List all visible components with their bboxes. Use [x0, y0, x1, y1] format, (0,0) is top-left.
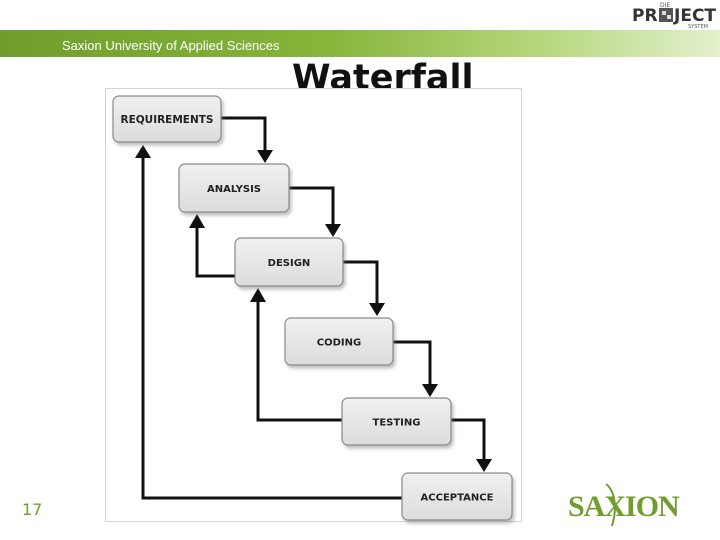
logo-ject-text: JECT: [673, 6, 716, 26]
feedback-connector: [141, 157, 402, 500]
stage-label-analysis: ANALYSIS: [207, 184, 261, 195]
institution-name: Saxion University of Applied Sciences: [62, 38, 280, 53]
stage-label-coding: CODING: [317, 338, 361, 349]
down-arrow-icon: [476, 459, 492, 472]
logo-pr-text: PR: [632, 6, 658, 26]
feedback-connector: [195, 227, 235, 278]
flow-arrowheads: [135, 145, 492, 472]
logo-system-text: SYSTEM: [688, 24, 708, 30]
up-arrow-icon: [135, 145, 151, 158]
down-arrow-icon: [422, 384, 438, 397]
stage-box-testing: TESTING: [341, 397, 452, 446]
logo-die-text: DIE: [660, 2, 670, 9]
page-number: 17: [22, 500, 43, 519]
forward-connector: [451, 418, 486, 461]
stage-box-coding: CODING: [284, 317, 394, 366]
flow-connectors: [141, 116, 486, 500]
stage-box-analysis: ANALYSIS: [178, 163, 290, 213]
stage-label-acceptance: ACCEPTANCE: [421, 493, 494, 504]
stage-box-design: DESIGN: [234, 237, 344, 287]
stage-boxes: REQUIREMENTS ANALYSIS DESIGN CODING TESTING A…: [112, 95, 513, 521]
stage-label-design: DESIGN: [268, 258, 311, 269]
stage-box-acceptance: ACCEPTANCE: [401, 472, 513, 521]
up-arrow-icon: [189, 214, 205, 228]
forward-connector: [289, 186, 335, 226]
stage-label-requirements: REQUIREMENTS: [120, 114, 213, 126]
saxion-swoosh-icon: [605, 483, 616, 527]
forward-connector: [393, 340, 432, 386]
stage-box-requirements: REQUIREMENTS: [112, 95, 222, 143]
feedback-connector: [256, 301, 342, 422]
header-bar: [0, 30, 720, 57]
forward-connector: [343, 260, 379, 305]
down-arrow-icon: [369, 303, 385, 316]
project-system-logo: DIE PR JECT SYSTEM: [632, 2, 716, 30]
up-arrow-icon: [250, 288, 266, 302]
saxion-logo: SAXION: [568, 483, 681, 527]
stage-label-testing: TESTING: [373, 418, 421, 429]
down-arrow-icon: [325, 224, 341, 237]
saxion-logo-text: SAXION: [568, 490, 680, 523]
forward-connector: [221, 116, 267, 152]
down-arrow-icon: [257, 150, 273, 163]
waterfall-diagram: [105, 88, 522, 522]
